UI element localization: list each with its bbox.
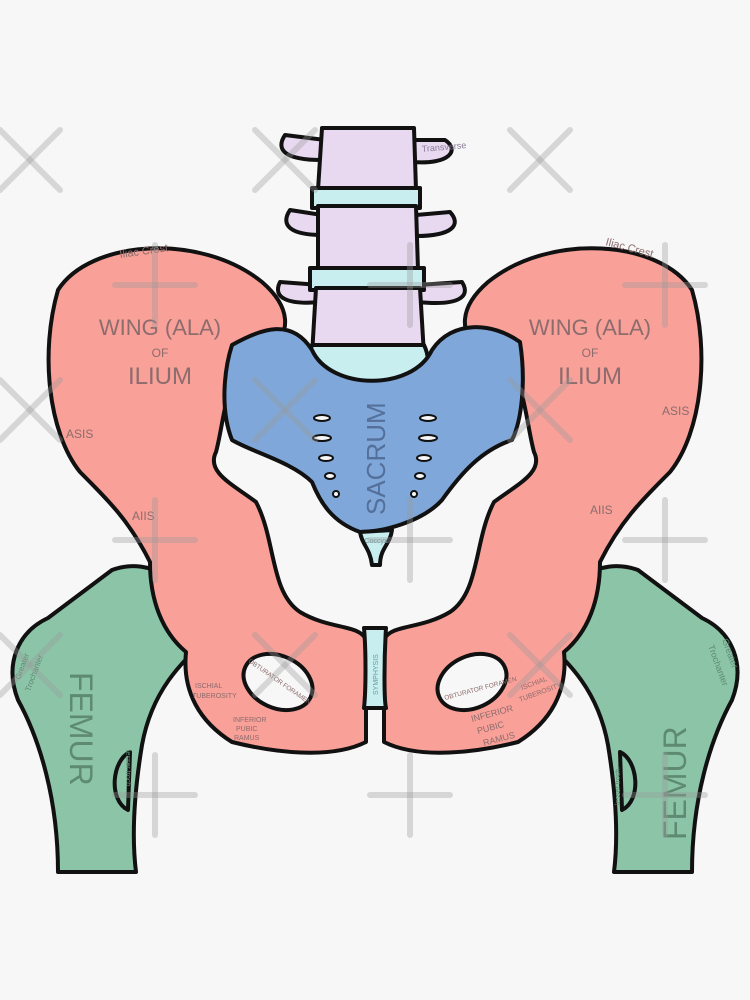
label-lesser-troch-left: lesser troch. <box>124 750 131 788</box>
watermark-stroke <box>0 377 63 443</box>
label-asis-left: ASIS <box>66 427 93 441</box>
watermark-stroke <box>252 632 318 698</box>
label-wing-right: WING (ALA) <box>529 315 651 340</box>
label-lesser-troch-right: lesser troch. <box>615 767 622 805</box>
label-wing-left-of: OF <box>152 346 169 360</box>
label-aiis-left: AIIS <box>132 509 155 523</box>
label-wing-right-of: OF <box>582 346 599 360</box>
watermark-stroke <box>252 632 318 698</box>
label-aiis-right: AIIS <box>590 503 613 517</box>
label-wing-left: WING (ALA) <box>99 315 221 340</box>
lumbar-vertebrae <box>276 126 467 357</box>
label-ischial-left: ISCHIAL <box>195 683 222 690</box>
watermark-stroke <box>0 377 63 443</box>
watermark-stroke <box>252 377 318 443</box>
label-femur-left: FEMUR <box>63 672 99 786</box>
label-ipr-left-2: PUBIC <box>236 726 257 733</box>
watermark-stroke <box>252 377 318 443</box>
label-wing-right-ilium: ILIUM <box>558 363 622 390</box>
label-femur-right: FEMUR <box>657 726 693 840</box>
label-symphysis: SYMPHYSIS <box>373 654 380 695</box>
watermark-stroke <box>252 127 318 193</box>
watermark-stroke <box>507 127 573 193</box>
label-wing-left-ilium: ILIUM <box>128 363 192 390</box>
label-sacrum: SACRUM <box>361 402 391 515</box>
label-ischial-left-2: TUBEROSITY <box>192 693 237 700</box>
watermark-stroke <box>507 377 573 443</box>
watermark-stroke <box>0 632 63 698</box>
label-ipr-left-3: RAMUS <box>234 735 260 742</box>
hip-bone-left <box>46 246 368 755</box>
watermark-stroke <box>0 632 63 698</box>
pubic-symphysis <box>362 626 388 710</box>
watermark-stroke <box>252 127 318 193</box>
watermark-stroke <box>507 127 573 193</box>
sacrum <box>222 325 525 567</box>
watermark-pattern <box>0 127 708 838</box>
label-coccyx: Coccyx <box>365 538 388 545</box>
watermark-stroke <box>0 127 63 193</box>
watermark-stroke <box>507 377 573 443</box>
watermark-stroke <box>0 127 63 193</box>
label-asis-right: ASIS <box>662 404 689 418</box>
watermark-stroke <box>507 632 573 698</box>
label-transverse: Transverse <box>421 140 466 154</box>
watermark-stroke <box>507 632 573 698</box>
label-ipr-left: INFERIOR <box>233 717 266 724</box>
